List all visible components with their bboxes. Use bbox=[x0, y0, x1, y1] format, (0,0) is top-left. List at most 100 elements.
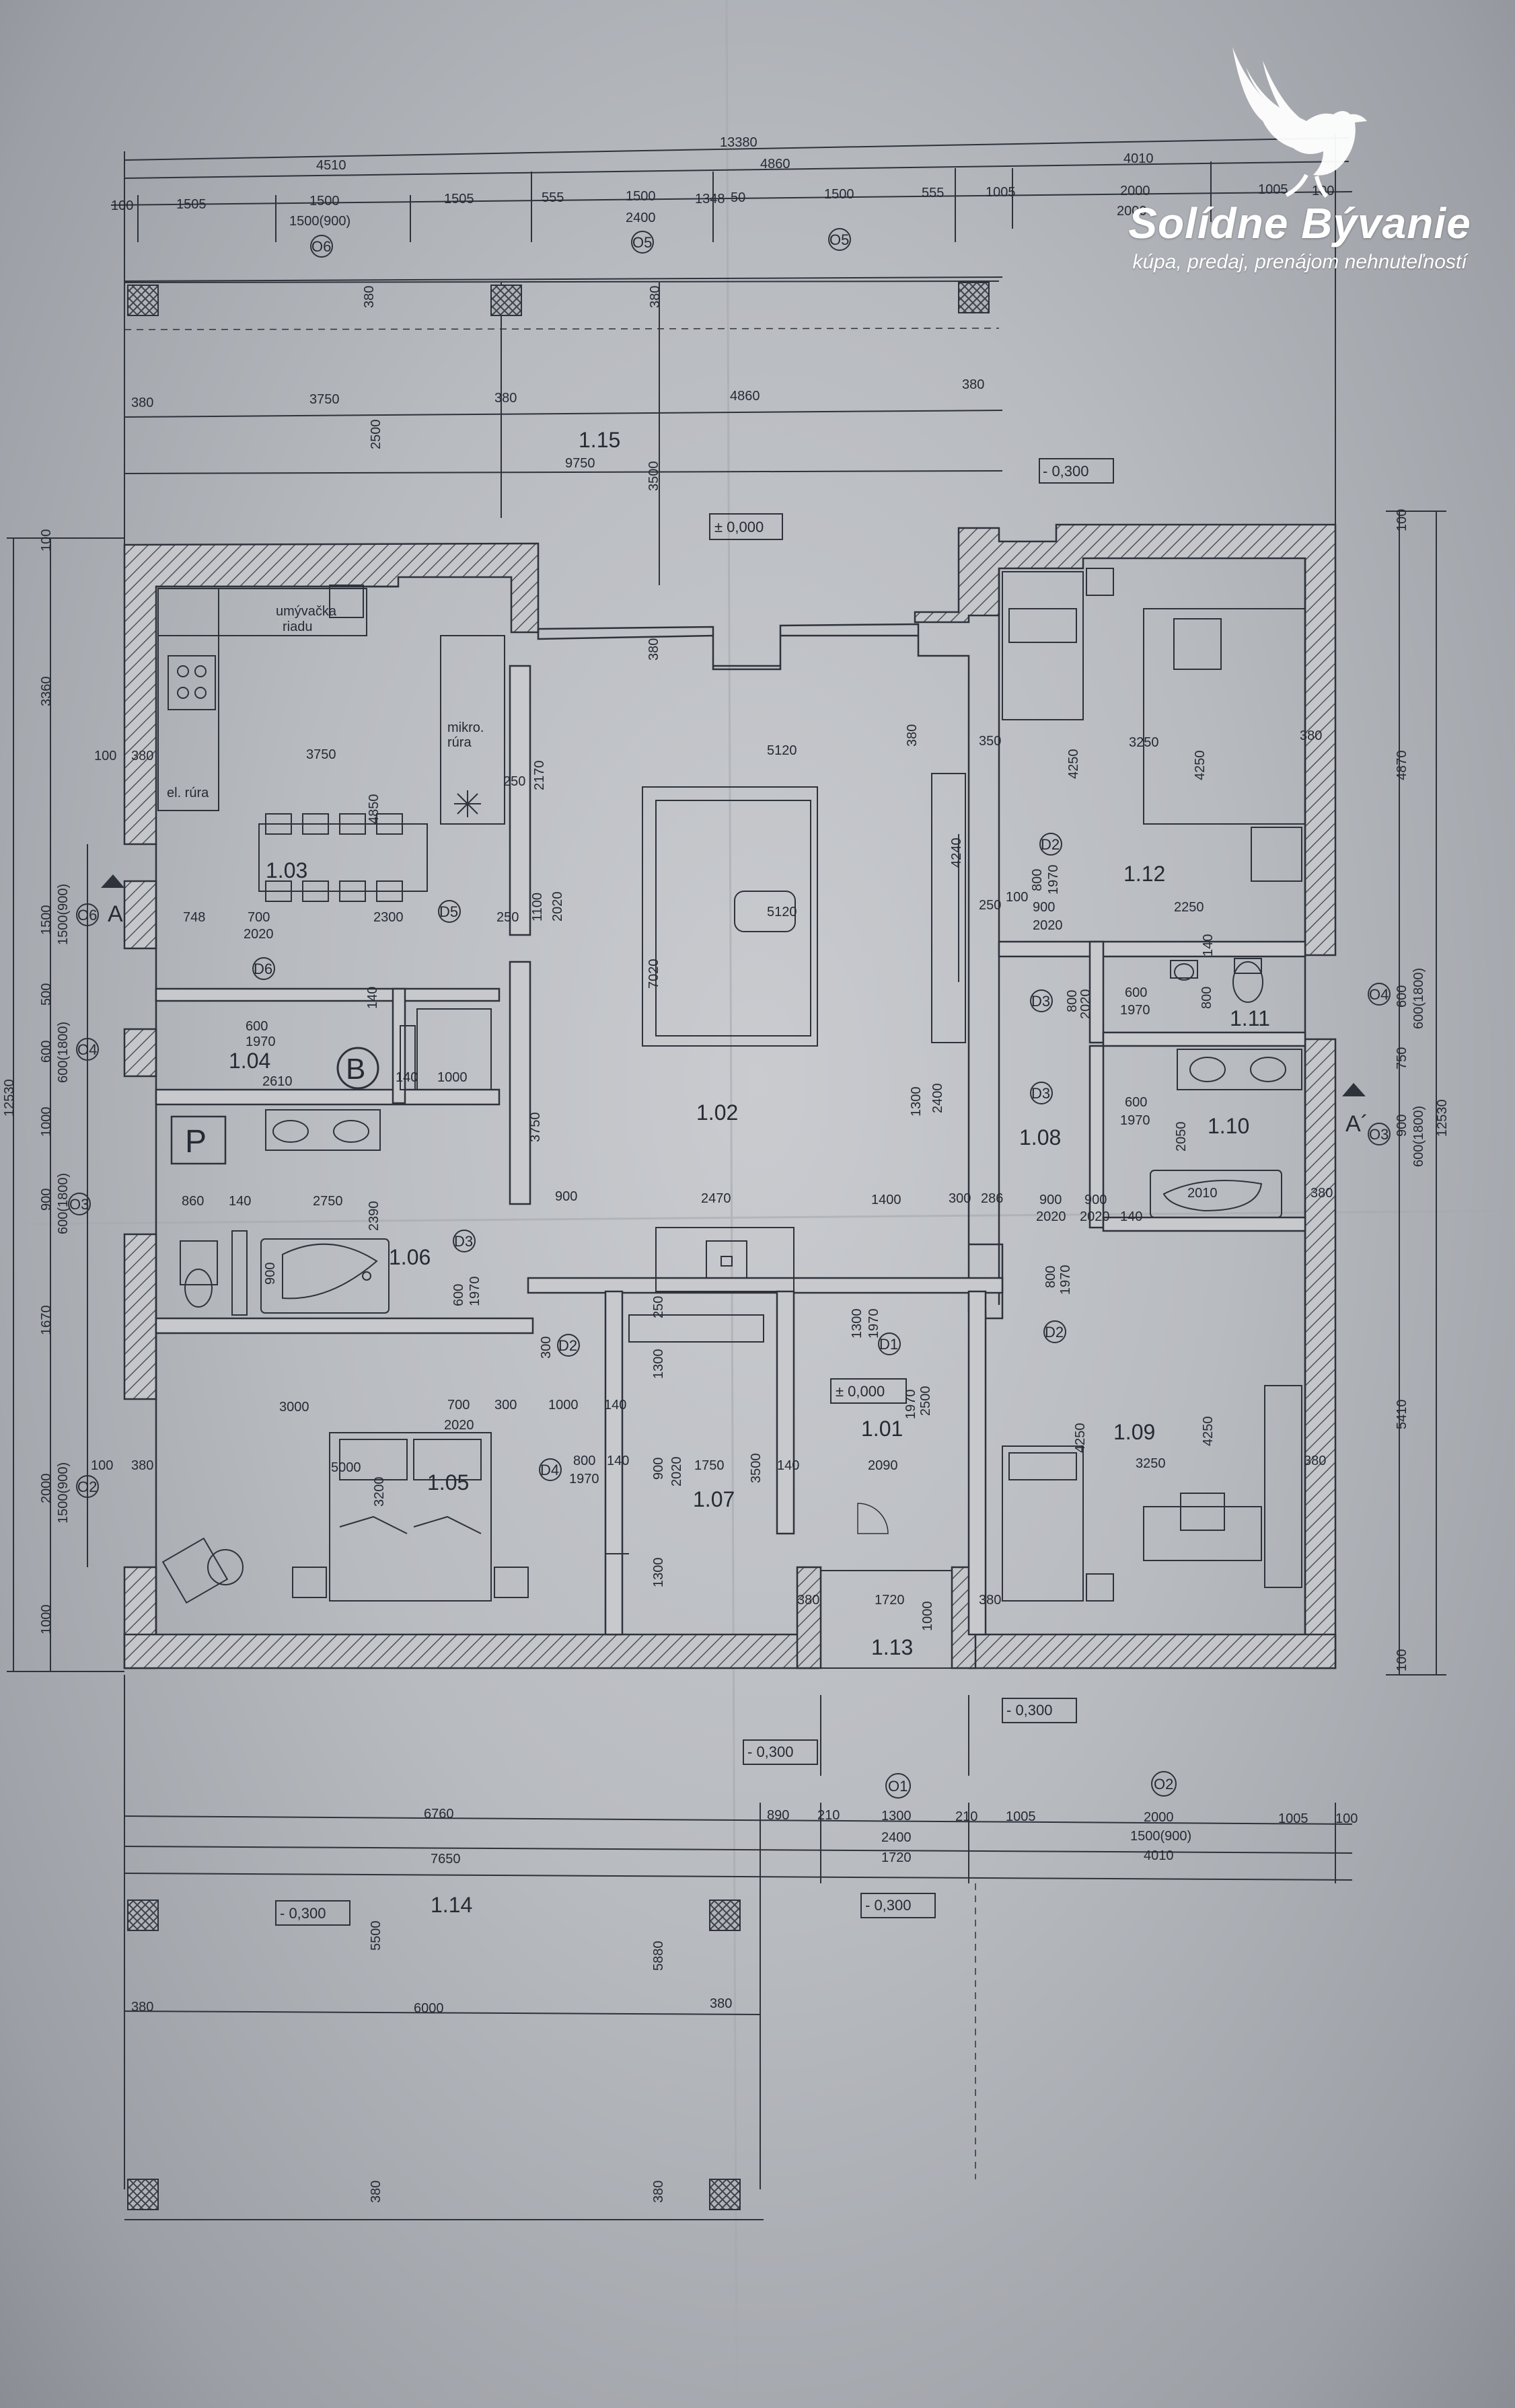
dim-label: 2170 bbox=[532, 761, 547, 791]
dim-label: 380 bbox=[797, 1593, 819, 1608]
tag-d2: D2 bbox=[1041, 836, 1060, 853]
dim-label: 900 bbox=[1039, 1193, 1062, 1207]
dim-label: 1300 bbox=[850, 1309, 864, 1339]
dim-label: 210 bbox=[955, 1809, 977, 1824]
dim-label: 140 bbox=[229, 1194, 251, 1209]
dim-label: 600(1800) bbox=[56, 1022, 71, 1083]
dim-label: 6000 bbox=[414, 2001, 444, 2016]
tag-d2: D2 bbox=[1045, 1324, 1064, 1341]
dim-label: 1970 bbox=[903, 1390, 918, 1420]
dim-label: 500 bbox=[39, 983, 54, 1006]
marker-p: P bbox=[185, 1124, 207, 1160]
eagle-icon bbox=[1232, 47, 1367, 198]
dim-label: 1670 bbox=[39, 1306, 54, 1336]
dim-window-o6: 1500(900) bbox=[289, 214, 350, 229]
dim-label: 140 bbox=[604, 1398, 626, 1413]
dim-top-a: 4510 bbox=[316, 158, 346, 173]
brand-name: Solídne Bývanie bbox=[1128, 199, 1471, 248]
pillar bbox=[490, 285, 522, 316]
dim-label: 3360 bbox=[39, 677, 54, 707]
bathroom-1.06 bbox=[180, 1230, 390, 1316]
dim-label: 555 bbox=[542, 190, 564, 205]
dim-label: 3000 bbox=[279, 1400, 309, 1415]
top-dimension-lines bbox=[110, 135, 1353, 585]
wc-1.11 bbox=[1170, 958, 1263, 1003]
tag-o5: O5 bbox=[829, 231, 849, 248]
dim-label: 1000 bbox=[920, 1602, 935, 1632]
dim-label: 250 bbox=[651, 1296, 666, 1318]
dim-label: 380 bbox=[646, 638, 661, 661]
dim-bottom-row1: 6760 890 210 1300 210 1005 2000 1005 100 bbox=[424, 1807, 1358, 1826]
dim-label: 1300 bbox=[651, 1558, 666, 1588]
dim-label: 5120 bbox=[767, 905, 797, 919]
dim-label: 600 bbox=[1125, 985, 1147, 1000]
dim-label: 600 bbox=[1395, 985, 1409, 1008]
tag-d3: D3 bbox=[1031, 993, 1050, 1010]
dim-label: 1500 bbox=[39, 905, 54, 936]
dim-label: 600 bbox=[246, 1019, 268, 1034]
dim-window-o2: 2000 bbox=[1117, 204, 1147, 219]
left-dimension-lines bbox=[7, 537, 124, 1672]
dim-label: 9750 bbox=[565, 456, 595, 471]
section-a-left: A bbox=[108, 901, 123, 927]
dim-label: 4240 bbox=[949, 838, 964, 868]
dim-label: 600(1800) bbox=[1411, 1106, 1426, 1167]
pillar bbox=[127, 2179, 159, 2210]
dim-label: 7650 bbox=[431, 1852, 461, 1867]
dim-label: 250 bbox=[979, 898, 1001, 913]
tag-o3: O3 bbox=[1369, 1126, 1389, 1143]
dim-label: 2020 bbox=[1036, 1209, 1066, 1224]
dim-label: 250 bbox=[503, 774, 525, 789]
room-1.11: 1.11 bbox=[1230, 1006, 1270, 1030]
dim-label: 380 bbox=[1304, 1454, 1326, 1468]
entrance-1.13 bbox=[820, 1570, 969, 1776]
brand-watermark: Solídne Bývanie kúpa, predaj, prenájom n… bbox=[1111, 27, 1488, 283]
dim-label: 2020 bbox=[550, 892, 565, 922]
dim-label: 3500 bbox=[646, 461, 661, 492]
tag-circle bbox=[76, 1038, 99, 1061]
dim-label: 600 bbox=[451, 1284, 466, 1306]
dim-label: 1000 bbox=[548, 1398, 579, 1413]
dim-label: 300 bbox=[494, 1398, 517, 1413]
tag-circle bbox=[438, 900, 461, 923]
dim-label: 1005 bbox=[1258, 182, 1288, 197]
tag-d5: D5 bbox=[439, 903, 458, 920]
pillar bbox=[127, 1899, 159, 1931]
room-1.04: 1.04 bbox=[229, 1049, 270, 1073]
dim-label: 3500 bbox=[749, 1454, 764, 1484]
dim-label: 140 bbox=[777, 1458, 799, 1473]
dim-label: 1000 bbox=[437, 1070, 468, 1085]
dim-label: 100 bbox=[1335, 1811, 1358, 1826]
dim-label: 4860 bbox=[730, 389, 760, 404]
dim-label: 4850 bbox=[367, 794, 381, 825]
room-1.01: 1.01 bbox=[861, 1417, 903, 1441]
exterior-walls bbox=[123, 523, 1337, 1669]
dim-label: 380 bbox=[1310, 1186, 1333, 1201]
dim-label: 1500 bbox=[626, 189, 656, 204]
dim-label: 1970 bbox=[1120, 1113, 1150, 1128]
dim-label: 1500 bbox=[824, 187, 854, 202]
tag-o6: O6 bbox=[311, 238, 331, 255]
dim-label: 700 bbox=[248, 910, 270, 925]
dim-label: 4250 bbox=[1073, 1423, 1088, 1454]
dim-top-b: 4860 bbox=[760, 157, 790, 172]
dim-label: 900 bbox=[39, 1189, 54, 1211]
dim-label: 1720 bbox=[875, 1593, 905, 1608]
bedroom-1.09-furniture bbox=[1002, 1385, 1302, 1602]
level-box bbox=[860, 1893, 936, 1918]
dim-label: 900 bbox=[1395, 1115, 1409, 1137]
dim-label: 4010 bbox=[1144, 1848, 1174, 1863]
dim-label: 1970 bbox=[866, 1309, 881, 1339]
dim-label: 1348 bbox=[695, 192, 725, 206]
dim-label: 380 bbox=[648, 286, 663, 308]
dim-label: 750 bbox=[1395, 1047, 1409, 1069]
dim-label: 3200 bbox=[372, 1477, 387, 1507]
dim-label: 860 bbox=[182, 1194, 204, 1209]
dim-label: 2020 bbox=[1078, 989, 1093, 1020]
dim-label: 600(1800) bbox=[56, 1173, 71, 1234]
tag-o2: O2 bbox=[77, 1478, 97, 1495]
dim-label: 5000 bbox=[331, 1460, 361, 1475]
dim-label: 100 bbox=[111, 198, 133, 213]
